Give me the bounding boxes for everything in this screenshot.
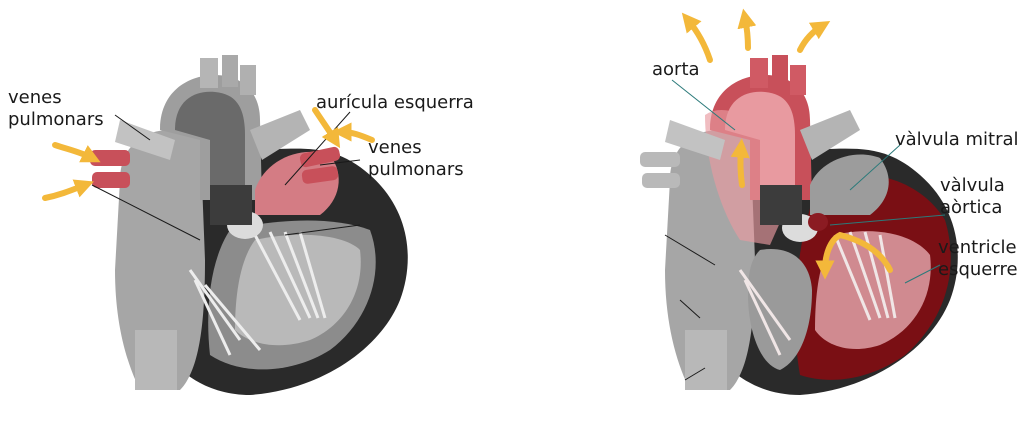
left-arrow-pulmonary-in-2 [45, 185, 85, 198]
right-heart-illustration [640, 55, 958, 395]
right-arrow-aorta-out-3 [800, 26, 822, 50]
left-aortic-root [210, 185, 252, 225]
left-aortic-branch-3 [240, 65, 256, 95]
left-pulmonary-vein-left-1 [90, 150, 130, 166]
right-aortic-valve [808, 213, 828, 231]
left-inferior-vena-cava [135, 330, 177, 390]
right-aortic-branch-2 [772, 55, 788, 87]
left-pulmonary-vein-left-2 [92, 172, 130, 188]
right-aortic-branch-3 [790, 65, 806, 95]
label-left-ventricle: ventricle esquerre [938, 237, 1022, 280]
label-pulmonary-veins-left: venes pulmonars [8, 87, 104, 130]
label-mitral-valve: vàlvula mitral [895, 129, 1019, 150]
right-arrow-aorta-out-2 [745, 18, 748, 48]
right-arrow-aorta-up [740, 148, 742, 185]
label-aortic-valve: vàlvula aòrtica [940, 175, 1011, 218]
right-aortic-root [760, 185, 802, 225]
left-aortic-branch-1 [200, 58, 218, 88]
label-aorta: aorta [652, 59, 700, 80]
label-left-atrium: aurícula esquerra [316, 92, 474, 113]
right-pulmonary-vein-left-1 [640, 152, 680, 167]
left-arrow-pulmonary-in-3 [315, 110, 335, 140]
right-pulmonary-vein-left-2 [642, 173, 680, 188]
left-aortic-branch-2 [222, 55, 238, 87]
label-pulmonary-veins-right: venes pulmonars [368, 137, 464, 180]
right-aortic-branch-1 [750, 58, 768, 88]
right-arrow-aorta-out-1 [688, 20, 710, 60]
left-arrow-pulmonary-in-1 [55, 145, 92, 158]
right-inferior-vena-cava [685, 330, 727, 390]
